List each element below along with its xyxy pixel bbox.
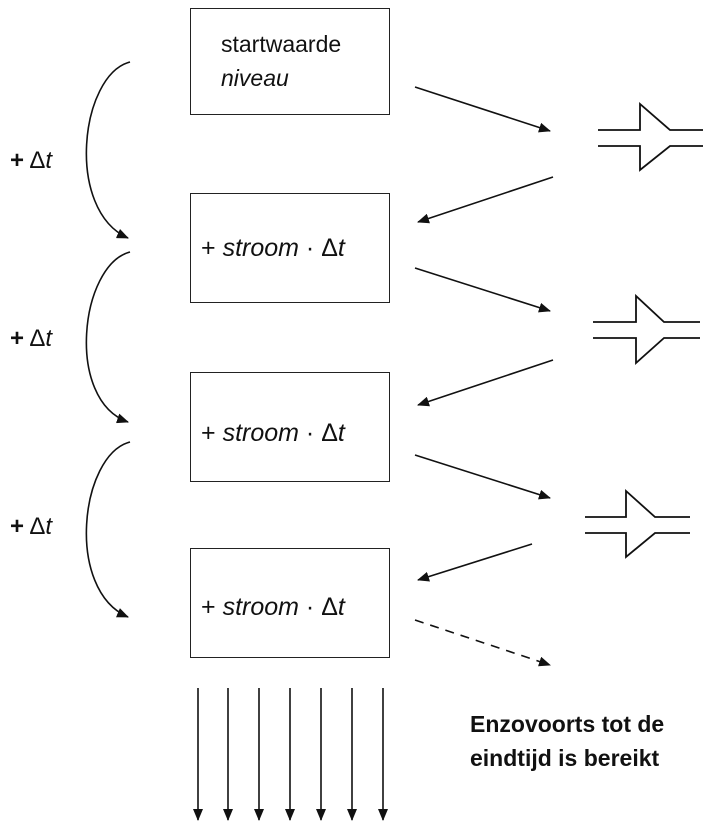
start-value-box: startwaarde niveau	[190, 8, 390, 115]
valve-icon	[585, 488, 690, 559]
time-step-label: + Δt	[10, 147, 53, 174]
valve-icon	[598, 102, 703, 172]
arrow-to-valve-3	[414, 454, 551, 500]
arrow-from-valve-2	[417, 359, 554, 407]
time-step-arrow-3	[85, 441, 131, 618]
downward-arrows	[193, 688, 388, 821]
level-label: niveau	[221, 65, 289, 91]
time-step-arrow-2	[85, 251, 131, 424]
arrow-to-valve-1	[414, 86, 551, 133]
continuation-note-line1: Enzovoorts tot de	[470, 711, 665, 737]
start-value-label: startwaarde	[221, 31, 342, 57]
arrow-from-valve-1	[417, 176, 554, 224]
time-step-label: + Δt	[10, 325, 53, 352]
arrow-from-valve-3	[417, 543, 533, 582]
time-step-arrow-1	[85, 61, 131, 239]
update-box: + stroom · Δt	[190, 372, 390, 482]
update-box: + stroom · Δt	[190, 548, 390, 658]
continuation-note-line2: eindtijd is bereikt	[470, 745, 660, 771]
update-box: + stroom · Δt	[190, 193, 390, 303]
valve-icon	[593, 293, 700, 366]
dashed-continuation-arrow	[414, 619, 551, 667]
time-step-label: + Δt	[10, 513, 53, 540]
update-formula: + stroom · Δt	[201, 419, 345, 447]
update-formula: + stroom · Δt	[201, 234, 345, 262]
update-formula: + stroom · Δt	[201, 593, 345, 621]
arrow-to-valve-2	[414, 267, 551, 313]
